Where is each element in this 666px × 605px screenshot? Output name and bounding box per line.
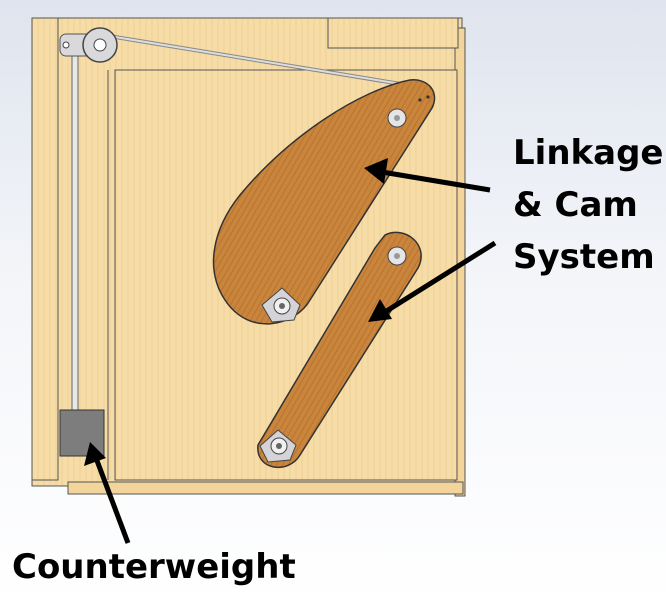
linkage-label-line1: Linkage [513, 133, 664, 173]
counterweight-block [59, 409, 105, 457]
link-bar [257, 231, 422, 469]
linkage-label-line3: System [513, 237, 655, 277]
cam-plate [212, 79, 436, 325]
link-pivot-hub-icon [259, 429, 297, 463]
annotation-arrows [84, 158, 497, 544]
linkage-label-line2: & Cam [513, 185, 638, 225]
counterweight-label: Counterweight [12, 547, 296, 587]
pulley-icon [59, 27, 118, 63]
counterweight-rod [71, 49, 79, 413]
cam-pivot-hub-icon [261, 287, 301, 323]
